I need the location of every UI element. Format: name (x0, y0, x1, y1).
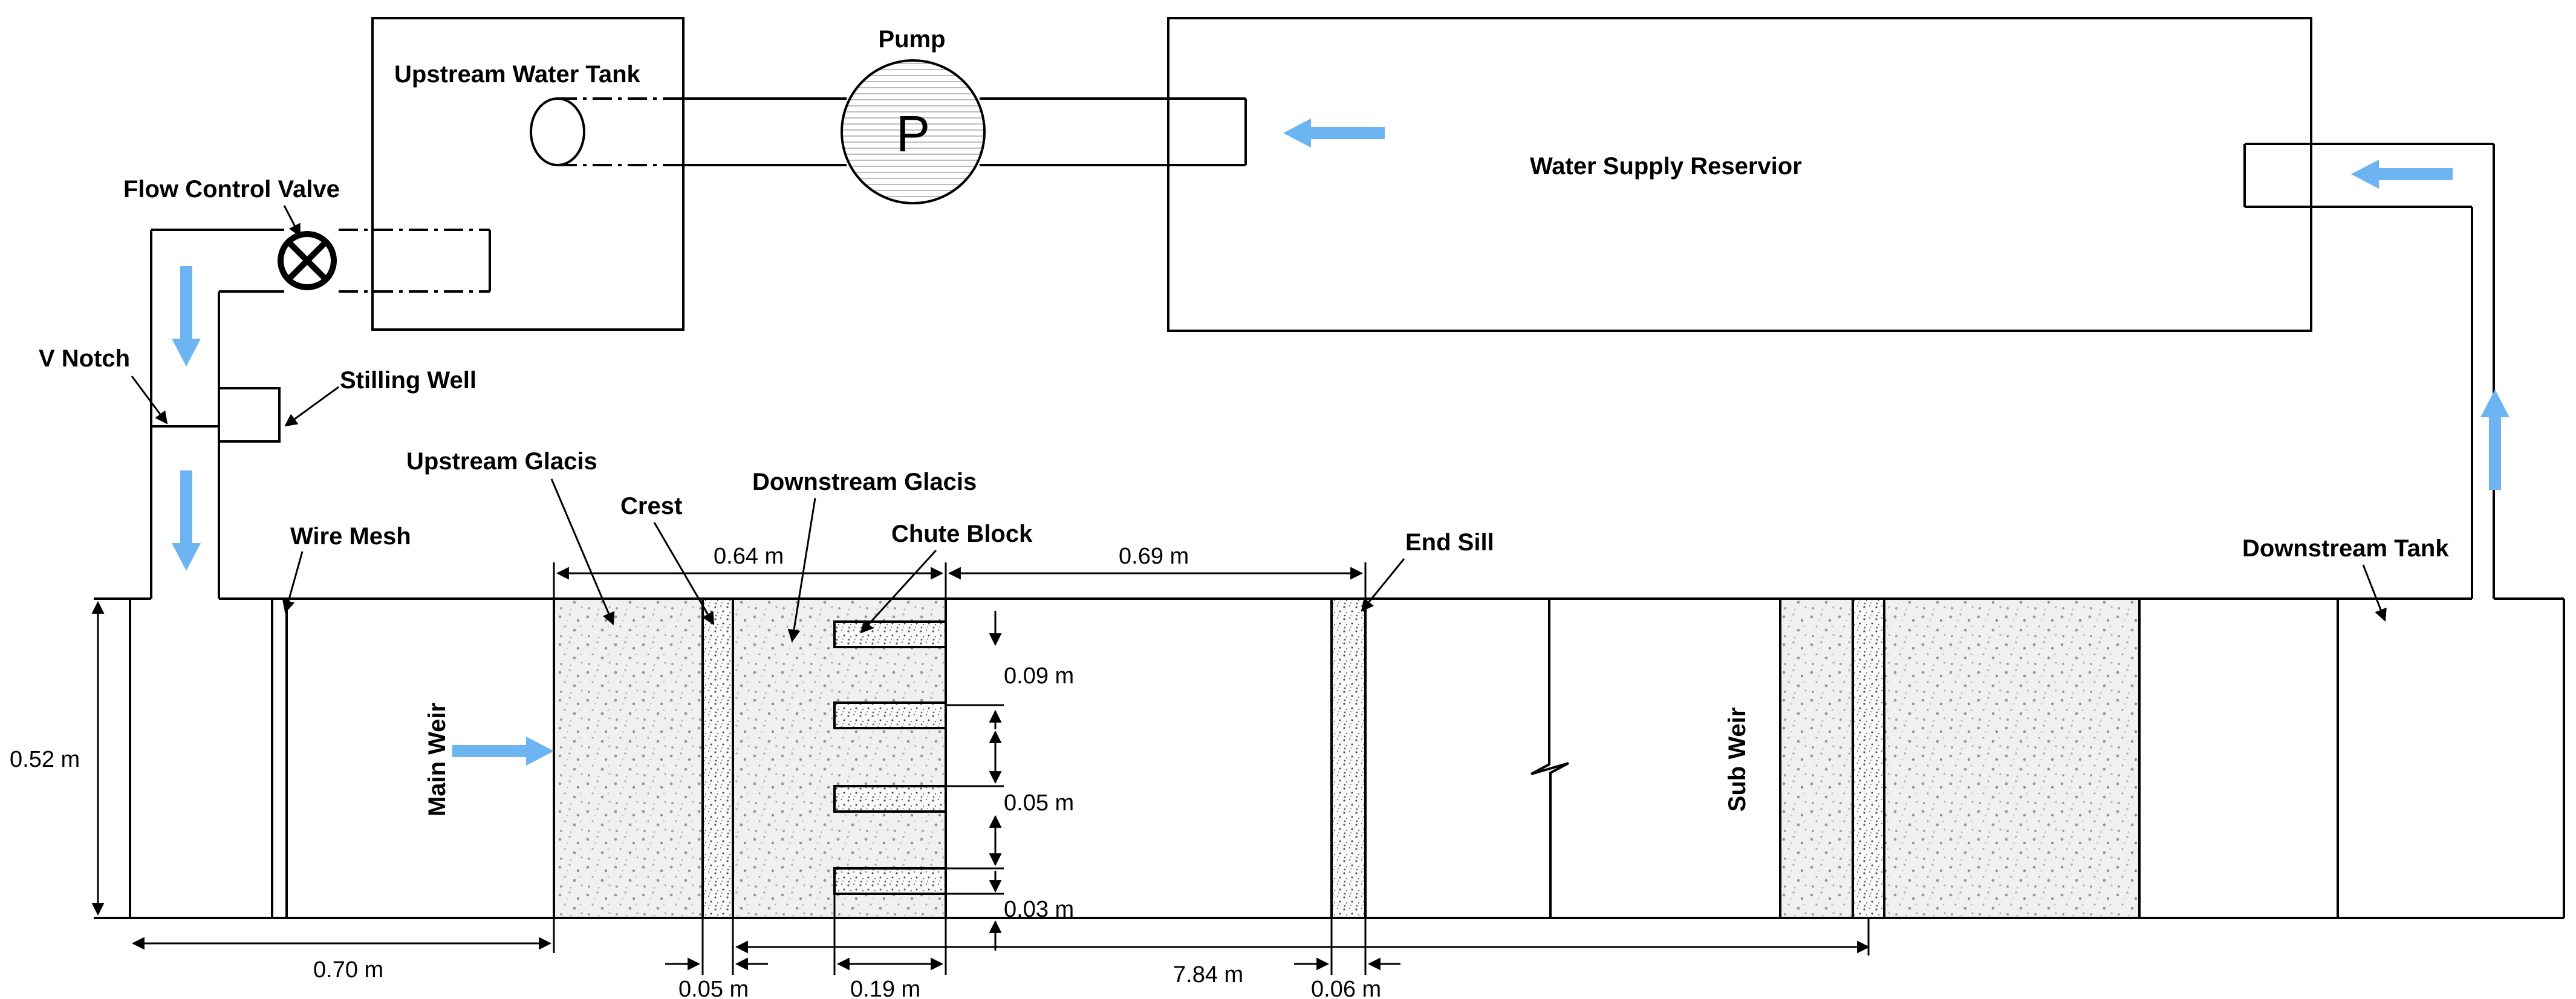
flow-arrow-icon (452, 737, 554, 766)
dim-gap-bottom: 0.03 m (1004, 897, 1074, 922)
flow-arrow-icon (2351, 160, 2453, 189)
reservoir-label: Water Supply Reservior (1530, 153, 1802, 180)
pump-letter: P (896, 105, 930, 162)
chute-block (833, 867, 947, 895)
water-supply-reservoir (1167, 17, 2312, 332)
upstream-tank-label: Upstream Water Tank (394, 61, 641, 88)
flow-arrow-icon (2480, 389, 2509, 490)
pump-label: Pump (878, 26, 945, 53)
end-sill-label: End Sill (1405, 529, 1494, 556)
inlet-pipe (150, 229, 284, 599)
dim-sill-width: 0.06 m (1311, 977, 1381, 999)
chute-block-label: Chute Block (891, 521, 1033, 547)
flow-valve-label: Flow Control Valve (123, 176, 340, 203)
wire-mesh (271, 599, 288, 918)
downstream-glacis (732, 597, 947, 919)
pump-icon (841, 59, 986, 204)
break-line (1530, 599, 1569, 918)
v-notch-label: V Notch (39, 345, 130, 372)
main-weir-label: Main Weir (424, 703, 450, 816)
stilling-well (218, 387, 281, 443)
dim-gap-mid: 0.05 m (1004, 790, 1074, 816)
dim-crest-width: 0.05 m (678, 977, 749, 999)
dim-glacis-width: 0.64 m (714, 544, 784, 569)
chute-block (833, 701, 947, 729)
stilling-well-label: Stilling Well (340, 367, 476, 394)
end-sill (1330, 597, 1367, 919)
sub-weir-downstream (1883, 597, 2141, 919)
downstream-glacis-label: Downstream Glacis (752, 469, 977, 495)
flow-control-valve-icon (278, 231, 337, 290)
flow-arrow-icon (172, 470, 201, 571)
dim-inlet-length: 0.70 m (313, 957, 383, 983)
upstream-glacis (553, 597, 704, 919)
wire-mesh-label: Wire Mesh (290, 523, 411, 550)
sub-weir-crest (1852, 597, 1885, 919)
flow-arrow-icon (172, 266, 201, 366)
upstream-water-tank (371, 17, 685, 331)
sub-weir-glacis (1779, 597, 1854, 919)
chute-block (833, 620, 947, 648)
crest (701, 597, 734, 919)
dim-height: 0.52 m (10, 747, 80, 772)
flow-arrow-icon (1283, 119, 1385, 148)
return-pipe (2243, 143, 2495, 599)
dim-basin-length: 0.69 m (1119, 544, 1189, 569)
upstream-glacis-label: Upstream Glacis (406, 448, 597, 475)
sub-weir-label: Sub Weir (1724, 708, 1751, 812)
dim-gap-top: 0.09 m (1004, 663, 1074, 689)
chute-block (833, 785, 947, 813)
dim-block-length: 0.19 m (850, 977, 920, 999)
downstream-tank-label: Downstream Tank (2242, 535, 2449, 562)
tank-outlet-opening (530, 97, 585, 166)
dim-total-length: 7.84 m (1173, 962, 1243, 988)
crest-label: Crest (620, 493, 682, 519)
flume-channel (94, 597, 2565, 919)
